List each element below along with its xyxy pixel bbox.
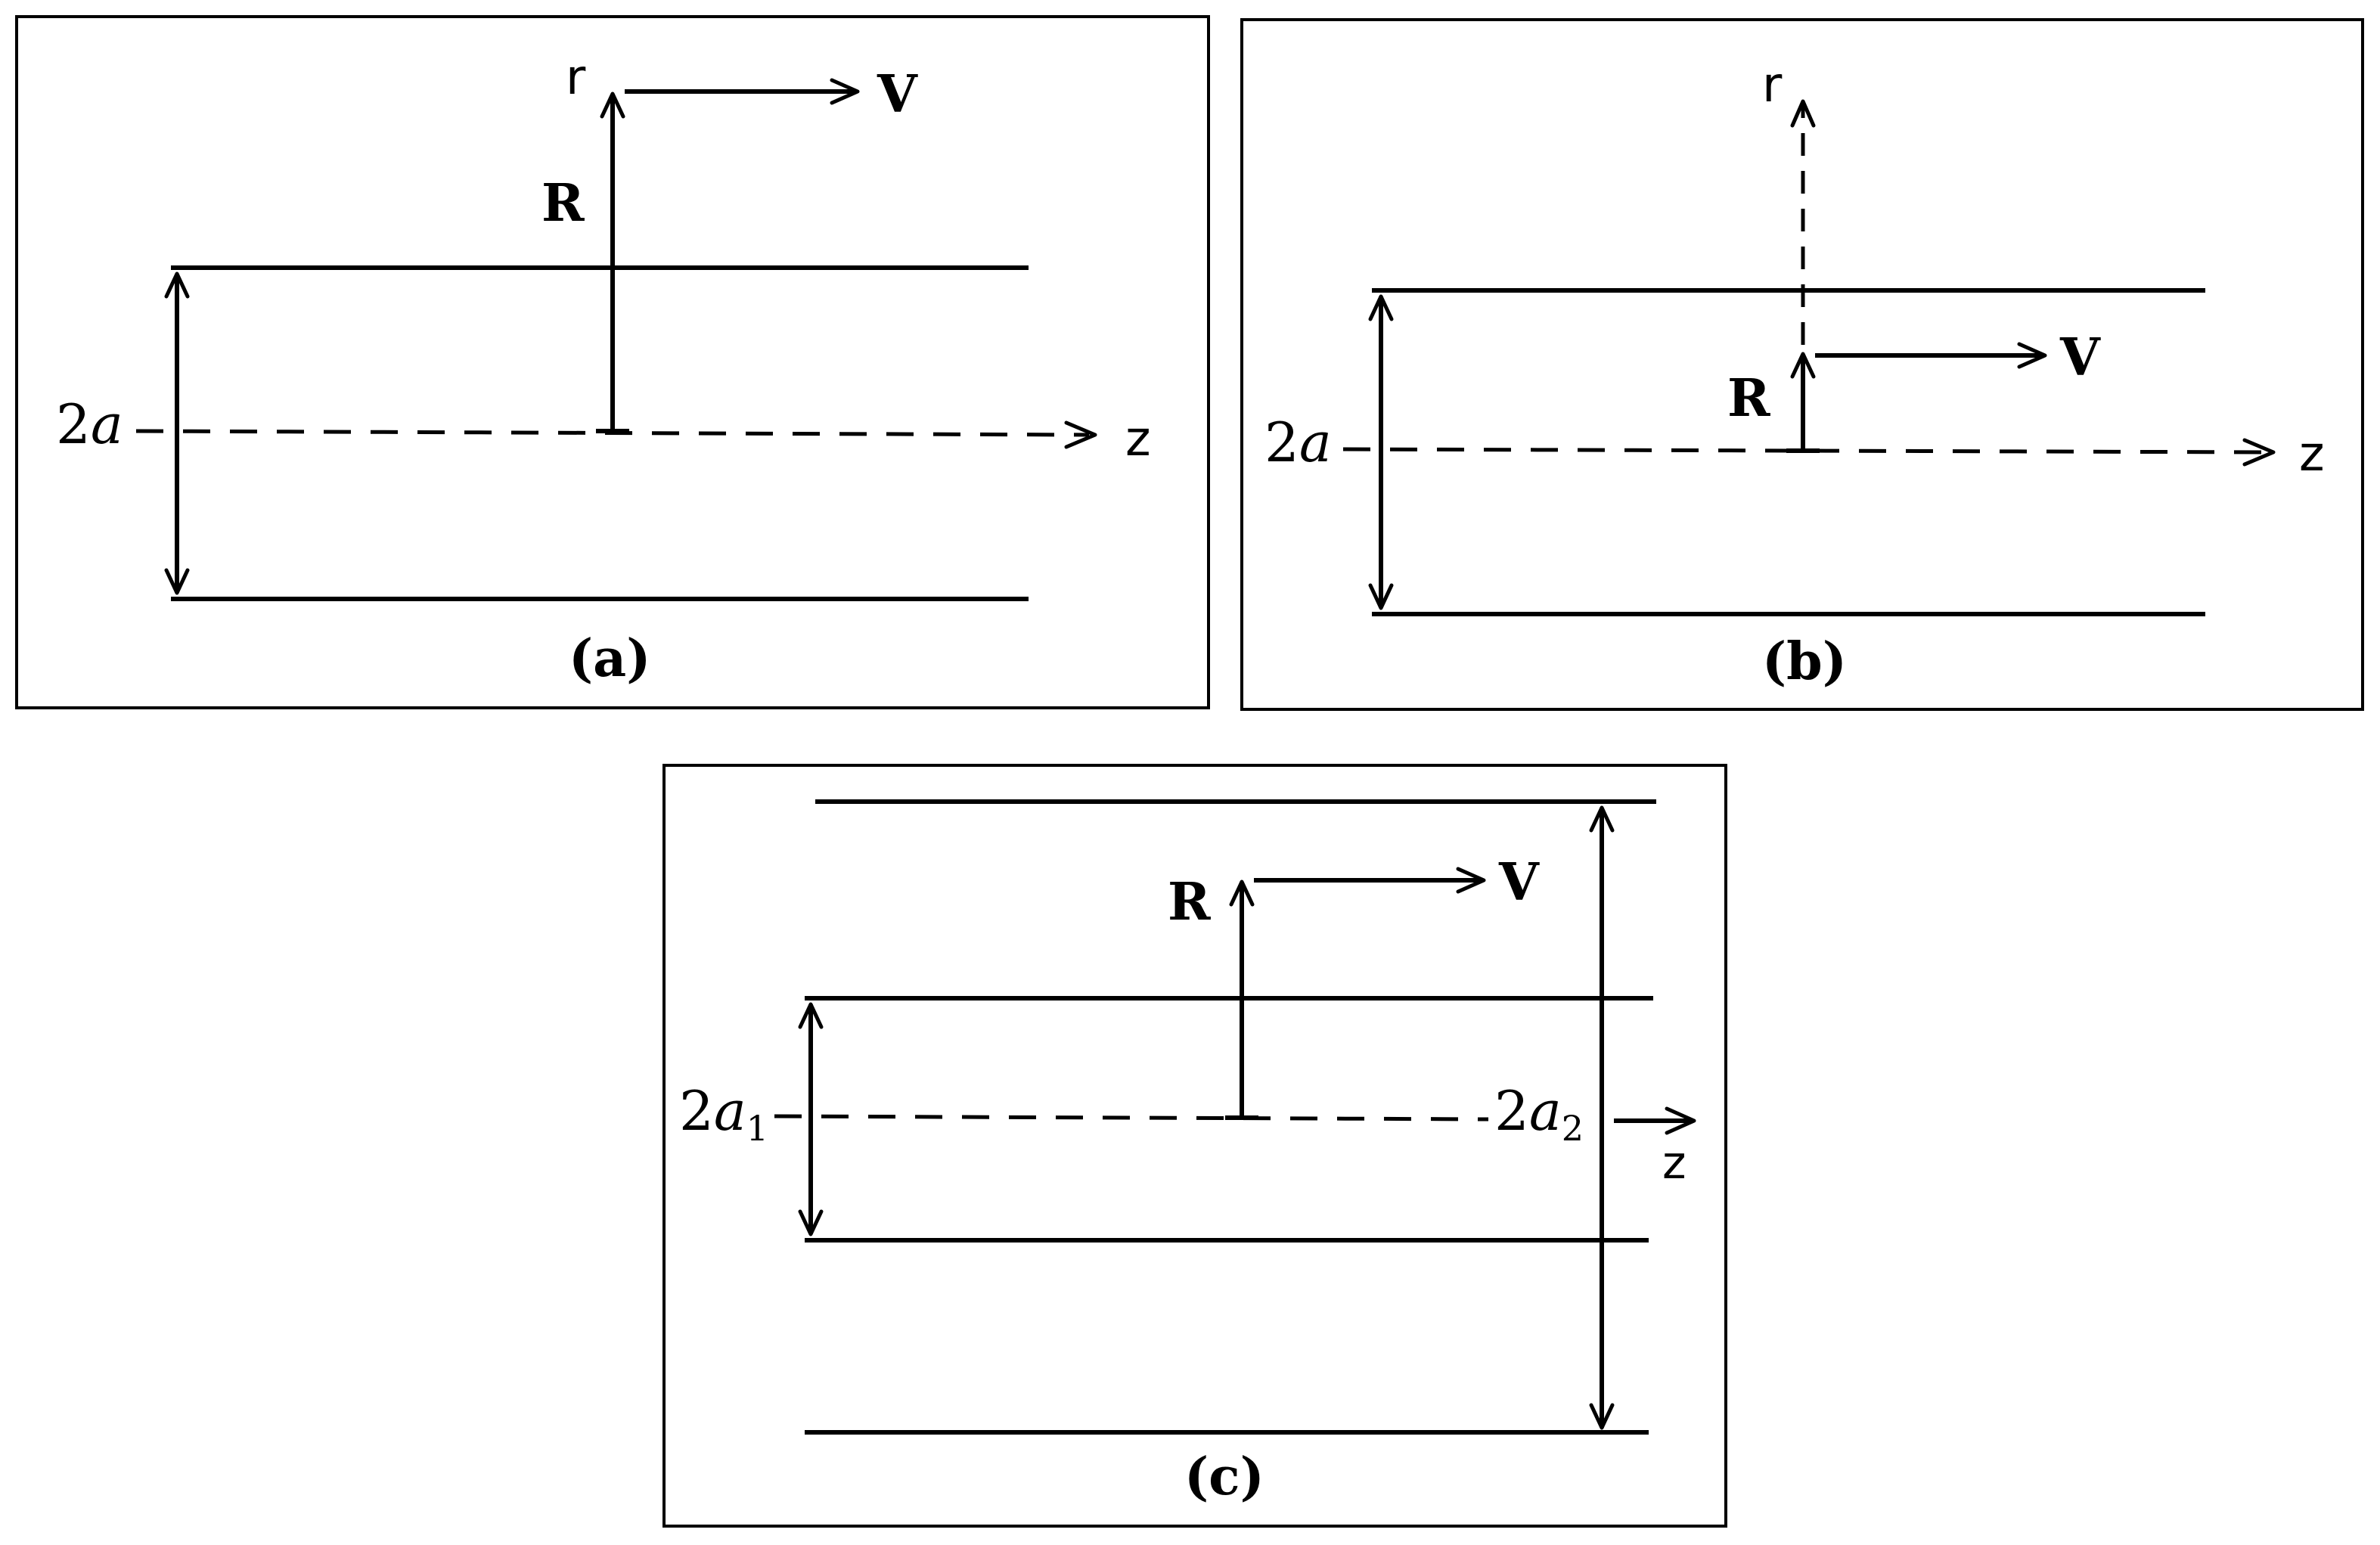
panel-c-outer-width-arrow — [1589, 805, 1615, 1430]
panel-a-z-label: z — [1125, 411, 1151, 467]
panel-b-R-label: R — [1727, 368, 1770, 429]
panel-a-z-axis — [135, 420, 1097, 449]
panel-b: r V R z 2a (b) — [1240, 18, 2364, 711]
arrowhead-right-icon — [830, 78, 860, 105]
panel-b-r-label: r — [1762, 57, 1783, 113]
panel-c-R-label: R — [1168, 872, 1211, 932]
panel-a-V-arrow — [625, 78, 860, 105]
arrowhead-up-icon — [1790, 99, 1816, 128]
panel-a-V-label: V — [877, 64, 918, 125]
arrowhead-right-icon — [1665, 1106, 1696, 1135]
arrowhead-up-icon — [798, 1002, 824, 1029]
panel-c-z-axis — [774, 1106, 1696, 1135]
panel-b-z-axis — [1342, 438, 2276, 467]
arrowhead-up-icon — [164, 271, 190, 299]
panel-c-R-arrow — [1225, 880, 1258, 1120]
panel-c-V-label: V — [1498, 852, 1540, 913]
arrowhead-right-icon — [2017, 342, 2047, 369]
panel-c-V-arrow — [1254, 867, 1486, 894]
arrowhead-up-icon — [1790, 352, 1816, 379]
arrowhead-down-icon — [1589, 1403, 1615, 1430]
arrowhead-up-icon — [1368, 294, 1394, 321]
panel-a-width-arrow — [164, 271, 190, 595]
panel-b-width-label: 2a — [1264, 411, 1332, 474]
panel-c: R V z 2a1 2a2 (c) — [662, 764, 1727, 1528]
arrowhead-down-icon — [164, 568, 190, 595]
panel-a: r V R z 2a (a) — [15, 15, 1210, 709]
panel-c-frame — [662, 764, 1727, 1528]
panel-b-caption: (b) — [1762, 631, 1847, 692]
arrowhead-up-icon — [1589, 805, 1615, 833]
panel-a-caption: (a) — [569, 628, 650, 689]
panel-b-V-arrow — [1815, 342, 2047, 369]
arrowhead-down-icon — [1368, 583, 1394, 610]
panel-b-z-label: z — [2299, 427, 2325, 482]
arrowhead-up-icon — [600, 92, 625, 119]
panel-a-frame — [15, 15, 1210, 709]
panel-b-R-arrow — [1786, 352, 1820, 453]
panel-c-outer-width-label: 2a2 — [1494, 1079, 1584, 1149]
panel-b-r-axis — [1790, 99, 1816, 345]
panel-c-z-label: z — [1662, 1137, 1686, 1190]
panel-b-V-label: V — [2059, 327, 2101, 388]
arrowhead-right-icon — [2242, 438, 2276, 467]
panel-a-R-arrow — [596, 92, 629, 433]
panel-c-inner-width-label: 2a1 — [679, 1079, 768, 1149]
arrowhead-right-icon — [1064, 420, 1097, 449]
panel-c-caption: (c) — [1184, 1447, 1264, 1507]
panel-c-inner-width-arrow — [798, 1002, 824, 1236]
panel-b-width-arrow — [1368, 294, 1394, 610]
arrowhead-up-icon — [1229, 880, 1255, 907]
arrowhead-down-icon — [798, 1209, 824, 1236]
panel-a-r-label: r — [566, 50, 586, 106]
panel-b-frame — [1240, 18, 2364, 711]
arrowhead-right-icon — [1456, 867, 1486, 894]
panel-a-R-label: R — [541, 173, 585, 234]
panel-a-width-label: 2a — [56, 392, 123, 456]
